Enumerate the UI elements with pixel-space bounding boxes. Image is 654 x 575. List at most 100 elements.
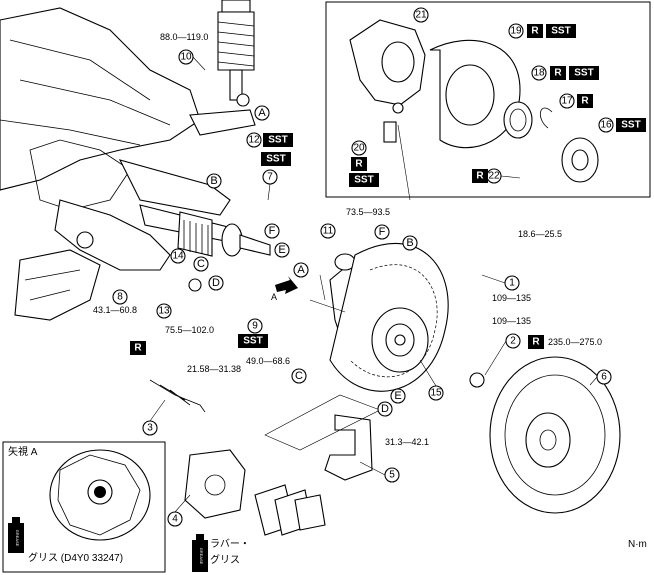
torque-label-11: 31.3—42.1	[385, 437, 429, 447]
letter-d-left: D	[208, 275, 224, 291]
svg-text:C: C	[295, 370, 303, 382]
callout-13: 13	[156, 303, 172, 319]
svg-text:R: R	[476, 171, 484, 182]
svg-text:2: 2	[510, 336, 516, 347]
grease-tube-2: GREASE	[192, 534, 208, 572]
letter-c-knuckle: C	[291, 368, 307, 384]
letter-a-knuckle: A	[293, 262, 309, 278]
svg-text:E: E	[278, 244, 285, 256]
tag-r-cable: R	[130, 341, 146, 355]
callout-12: 12	[246, 132, 262, 148]
crossmember-illustration	[0, 7, 256, 321]
torque-label-4: 43.1—60.8	[93, 305, 137, 315]
tag-r-18: R	[550, 66, 566, 80]
svg-text:R: R	[531, 26, 539, 37]
torque-label-9: 49.0—68.6	[246, 356, 290, 366]
hub	[371, 307, 429, 373]
callout-1: 1	[504, 275, 520, 291]
svg-text:19: 19	[510, 26, 522, 37]
svg-text:D: D	[381, 403, 389, 415]
svg-text:16: 16	[600, 120, 612, 131]
svg-text:22: 22	[488, 171, 500, 182]
inset-bearing	[503, 101, 533, 139]
parking-cable	[149, 379, 206, 413]
svg-text:10: 10	[180, 52, 192, 63]
callout-3: 3	[142, 420, 158, 436]
svg-text:A: A	[297, 264, 305, 276]
tag-r-19: R	[527, 24, 543, 38]
torque-label-6: 109—135	[492, 293, 531, 303]
svg-text:A: A	[258, 107, 266, 119]
torque-label-3: 18.6—25.5	[518, 229, 562, 239]
callout-5: 5	[384, 467, 400, 483]
svg-text:R: R	[355, 159, 363, 170]
grease-label-1: グリス (D4Y0 33247)	[28, 551, 123, 564]
brake-disc	[489, 356, 621, 514]
svg-text:GREASE: GREASE	[15, 530, 20, 547]
view-a-title: 矢視 A	[8, 445, 38, 458]
inset-knuckle	[349, 19, 426, 143]
hub-nut-2	[469, 372, 485, 388]
svg-text:GREASE: GREASE	[199, 548, 204, 565]
svg-text:F: F	[379, 226, 386, 238]
callout-21: 21	[413, 7, 429, 23]
svg-text:R: R	[554, 68, 562, 79]
svg-text:18: 18	[533, 68, 545, 79]
svg-text:D: D	[212, 277, 220, 289]
letter-f-knuckle: F	[374, 224, 390, 240]
drive-shaft	[139, 204, 271, 257]
svg-text:9: 9	[252, 321, 258, 332]
arrow-label: A	[271, 292, 277, 302]
callout-19: 19	[508, 23, 524, 39]
callout-9: 9	[247, 318, 263, 334]
letter-c-left: C	[193, 256, 209, 272]
svg-text:4: 4	[172, 514, 178, 525]
torque-label-10: 21.58—31.38	[187, 364, 241, 374]
svg-text:R: R	[134, 343, 142, 354]
svg-text:B: B	[406, 237, 413, 249]
callout-18: 18	[531, 65, 547, 81]
callout-15: 15	[428, 385, 444, 401]
tag-sst-18: SST	[569, 66, 599, 80]
svg-text:SST: SST	[354, 175, 373, 186]
torque-label-7: 109—135	[492, 316, 531, 326]
torque-unit: N·m	[628, 539, 647, 550]
tag-r-2: R	[528, 335, 544, 349]
tag-r-17: R	[577, 94, 593, 108]
svg-text:E: E	[394, 390, 401, 402]
svg-text:21: 21	[415, 10, 427, 21]
callout-7: 7	[262, 169, 278, 185]
callout-2: 2	[505, 333, 521, 349]
caliper-bracket	[324, 414, 373, 481]
svg-text:6: 6	[601, 372, 607, 383]
callout-20: 20	[351, 140, 367, 156]
letter-d-knuckle: D	[377, 401, 393, 417]
shock-absorber	[217, 0, 255, 107]
letter-e-left: E	[274, 242, 290, 258]
torque-label-5: 75.5—102.0	[165, 325, 214, 335]
grease-tube-1: GREASE	[8, 517, 24, 553]
callout-17: 17	[559, 93, 575, 109]
tag-sst-12: SST	[263, 133, 293, 147]
callout-16: 16	[598, 117, 614, 133]
view-a-knuckle	[49, 449, 151, 541]
svg-text:B: B	[210, 175, 217, 187]
letter-a-top: A	[254, 105, 270, 121]
caliper	[184, 449, 246, 519]
letter-b-knuckle: B	[402, 235, 418, 251]
letter-b-upper: B	[206, 173, 222, 189]
svg-text:SST: SST	[243, 336, 262, 347]
letter-f-left: F	[264, 223, 280, 239]
svg-text:12: 12	[248, 135, 260, 146]
svg-text:15: 15	[430, 388, 442, 399]
svg-text:SST: SST	[621, 120, 640, 131]
svg-text:14: 14	[172, 251, 184, 262]
svg-text:13: 13	[158, 306, 170, 317]
tag-sst-19: SST	[546, 24, 576, 38]
inset-snap-ring	[539, 107, 553, 129]
svg-text:SST: SST	[574, 68, 593, 79]
svg-text:1: 1	[509, 278, 515, 289]
grease-label-2a: ラバー・	[210, 538, 250, 550]
svg-text:5: 5	[389, 470, 395, 481]
